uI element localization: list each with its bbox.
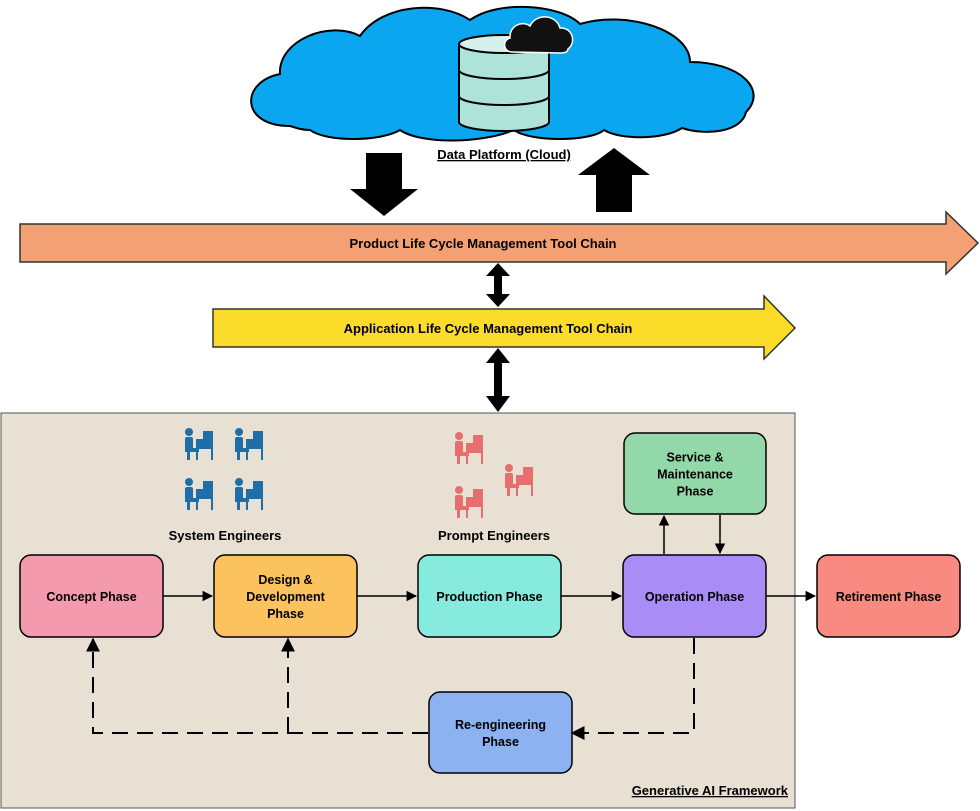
reengineering-phase-label: Phase <box>482 735 519 749</box>
plm-label: Product Life Cycle Management Tool Chain <box>349 236 616 251</box>
design-phase-label: Design & <box>258 573 312 587</box>
system-engineers-label: System Engineers <box>169 528 282 543</box>
operation-phase-box: Operation Phase <box>622 554 767 638</box>
operation-phase-label: Operation Phase <box>645 590 744 604</box>
down-arrow-icon <box>350 153 418 216</box>
prompt-engineers-label: Prompt Engineers <box>438 528 550 543</box>
framework-label: Generative AI Framework <box>632 783 789 798</box>
design-phase-label: Development <box>246 590 325 604</box>
alm-tool-chain: Application Life Cycle Management Tool C… <box>212 294 797 361</box>
reengineering-phase-rect <box>428 691 573 774</box>
service-phase-rect <box>623 432 767 515</box>
flow-arrows <box>163 514 817 602</box>
cloud-icon <box>503 16 574 54</box>
alm-label: Application Life Cycle Management Tool C… <box>344 321 633 336</box>
service-phase-label: Maintenance <box>657 468 733 482</box>
service-phase-label: Service & <box>667 451 724 465</box>
retirement-phase-box: Retirement Phase <box>816 554 961 638</box>
reengineering-phase-label: Re-engineering <box>455 718 546 732</box>
plm-tool-chain: Product Life Cycle Management Tool Chain <box>19 210 980 276</box>
retirement-phase-rect <box>816 554 961 638</box>
retirement-phase-label: Retirement Phase <box>836 590 942 604</box>
concept-phase-box: Concept Phase <box>19 554 164 638</box>
cloud-label: Data Platform (Cloud) <box>437 147 571 162</box>
feedback-arrows <box>86 637 695 740</box>
up-arrow-icon <box>578 148 650 212</box>
production-phase-box: Production Phase <box>417 554 562 638</box>
design-phase-label: Phase <box>267 607 304 621</box>
data-platform-cloud: Data Platform (Cloud) <box>250 5 755 162</box>
service-phase-label: Phase <box>677 485 714 499</box>
concept-phase-label: Concept Phase <box>46 590 136 604</box>
plm-alm-double-arrow-icon <box>486 263 510 307</box>
production-phase-label: Production Phase <box>436 590 542 604</box>
alm-framework-double-arrow-icon <box>486 348 510 412</box>
